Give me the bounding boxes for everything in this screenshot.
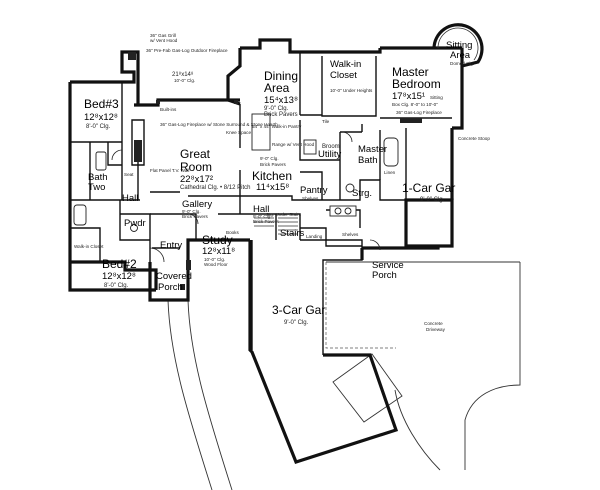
exterior-walls bbox=[68, 38, 464, 464]
stair-treads bbox=[254, 217, 298, 235]
dining-name: Dining bbox=[264, 69, 298, 83]
note-stoop: Concrete Stoop bbox=[458, 136, 490, 141]
note-books: Books bbox=[226, 230, 239, 235]
sitting-area-bay bbox=[432, 23, 484, 68]
dining-note: 9'-0" Clg. bbox=[264, 106, 289, 112]
note-range: Range w/ Vent Hood bbox=[272, 142, 315, 147]
master-name2: Bedroom bbox=[392, 77, 441, 91]
covered-name2: Porch bbox=[158, 282, 183, 293]
bed3-dim: 12⁸x12⁸ bbox=[84, 112, 118, 123]
gallery-note: 9'-0" Clg. bbox=[182, 209, 201, 214]
driveway-name2: Driveway bbox=[426, 327, 446, 332]
sitting-name2: Area bbox=[450, 50, 471, 61]
great-note: Cathedral Clg. • 8/12 Pitch bbox=[180, 185, 250, 191]
great-name2: Room bbox=[180, 160, 212, 174]
driveway-name: Concrete bbox=[424, 321, 443, 326]
note-knee-space: Knee Space bbox=[226, 130, 251, 135]
bath2-name: Bath bbox=[88, 172, 108, 183]
study-note: 10'-0" Clg. bbox=[204, 257, 225, 262]
driveway-outline bbox=[167, 261, 521, 490]
note-shelves: Shelves bbox=[342, 232, 359, 237]
walkin-name2: Closet bbox=[330, 70, 357, 81]
hall2-note2: Brick Pavers bbox=[253, 219, 279, 224]
bed2-dim: 12⁸x12⁸ bbox=[102, 271, 136, 282]
note-pantry-wd: 54" x 44" Walk-in Pantry bbox=[252, 124, 302, 129]
note-gas-log: 36" Gas-Log Fireplace w/ Stone Surround … bbox=[160, 122, 278, 127]
bed2-name: Bed#2 bbox=[102, 257, 137, 271]
sitting-name: Sitting bbox=[446, 40, 472, 51]
great-name: Great bbox=[180, 147, 211, 161]
utility-name: Utility bbox=[318, 149, 341, 160]
gallery-name: Gallery bbox=[182, 199, 212, 210]
bed2-note: 8'-0" Clg. bbox=[104, 283, 129, 289]
bath2-name2: Two bbox=[88, 182, 105, 193]
gar1-name: 1-Car Gar bbox=[402, 181, 455, 195]
kitchen-note: 9'-0" Clg. bbox=[260, 156, 279, 161]
bed3-note: 8'-0" Clg. bbox=[86, 124, 111, 130]
note-built-ins: Built-ins bbox=[160, 107, 177, 112]
master-dim: 17⁸x15¹ bbox=[392, 91, 425, 102]
master-note: Sitting bbox=[430, 95, 443, 100]
strg-name: Strg. bbox=[352, 188, 372, 199]
study-name: Study bbox=[202, 233, 233, 247]
hall2-note: 9'-0" Clg. bbox=[253, 214, 272, 219]
walkin-name: Walk-in bbox=[330, 59, 361, 70]
bed3-name: Bed#3 bbox=[84, 97, 119, 111]
study-dim: 12⁸x11⁸ bbox=[202, 246, 235, 257]
kitchen-name: Kitchen bbox=[252, 169, 292, 183]
dining-dim: 15⁴x13⁸ bbox=[264, 95, 298, 106]
note-seat: Seat bbox=[124, 172, 134, 177]
note-grill2: w/ Vent Hood bbox=[150, 38, 178, 43]
master-note3: 36" Gas-Log Fireplace bbox=[396, 110, 442, 115]
note-tile: Tile bbox=[322, 119, 330, 124]
service-name: Service bbox=[372, 260, 404, 271]
note-porch-clg: 10'-0" Clg. bbox=[174, 78, 195, 83]
door-swings bbox=[111, 131, 381, 263]
note-outdoor-fp: 36" Pre-Fab Gas-Log Outdoor Fireplace bbox=[146, 48, 228, 53]
note-landing: Landing bbox=[306, 234, 323, 239]
note-walkin-closet: Walk-in Closet bbox=[74, 244, 104, 249]
service-name2: Porch bbox=[372, 270, 397, 281]
gar3-note: 9'-0" Clg. bbox=[284, 320, 309, 326]
dining-note2: Brick Pavers bbox=[264, 112, 298, 118]
study-note2: Wood Floor bbox=[204, 262, 228, 267]
stairs-name: Stairs bbox=[280, 228, 305, 239]
masterbath-name: Master bbox=[358, 144, 387, 155]
great-dim: 22⁸x17² bbox=[180, 174, 213, 185]
kitchen-dim: 11⁴x15⁸ bbox=[256, 182, 289, 193]
masterbath-name2: Bath bbox=[358, 155, 378, 166]
note-grill: 36" Gas Grill bbox=[150, 33, 176, 38]
hall2-name: Hall bbox=[253, 204, 269, 215]
kitchen-note2: Brick Pavers bbox=[260, 162, 286, 167]
note-stg-under: Stg. Under Stairs bbox=[266, 212, 302, 217]
note-linen: Linen bbox=[384, 170, 396, 175]
note-porch-dim: 21⁸x14⁸ bbox=[172, 71, 194, 78]
master-note2: Box Clg. 8'-0" to 10'-0" bbox=[392, 102, 438, 107]
fireplaces bbox=[128, 52, 422, 270]
dining-name2: Area bbox=[264, 81, 290, 95]
interior-walls bbox=[70, 52, 452, 355]
pantry-note: Shelves bbox=[302, 196, 319, 201]
utility-note: Broom bbox=[322, 144, 340, 150]
pwdr-name: Pwdr bbox=[124, 218, 146, 229]
sitting-note: Domed Clg. bbox=[450, 61, 474, 66]
gallery-note2: Brick Pavers bbox=[182, 214, 208, 219]
covered-name: Covered bbox=[156, 271, 192, 282]
walkin-note: 10'-0" Under Heights bbox=[330, 88, 373, 93]
gar1-note: 9'-0" Clg. bbox=[420, 197, 445, 203]
gar3-name: 3-Car Gar bbox=[272, 303, 325, 317]
pantry-name: Pantry bbox=[300, 185, 328, 196]
fixtures bbox=[73, 113, 399, 232]
hall1-name: Hall bbox=[122, 193, 138, 204]
master-name: Master bbox=[392, 65, 429, 79]
porch-posts bbox=[156, 100, 238, 290]
entry-name: Entry bbox=[160, 240, 182, 251]
note-flat-panel: Flat Panel T.V. Wall bbox=[150, 168, 189, 173]
